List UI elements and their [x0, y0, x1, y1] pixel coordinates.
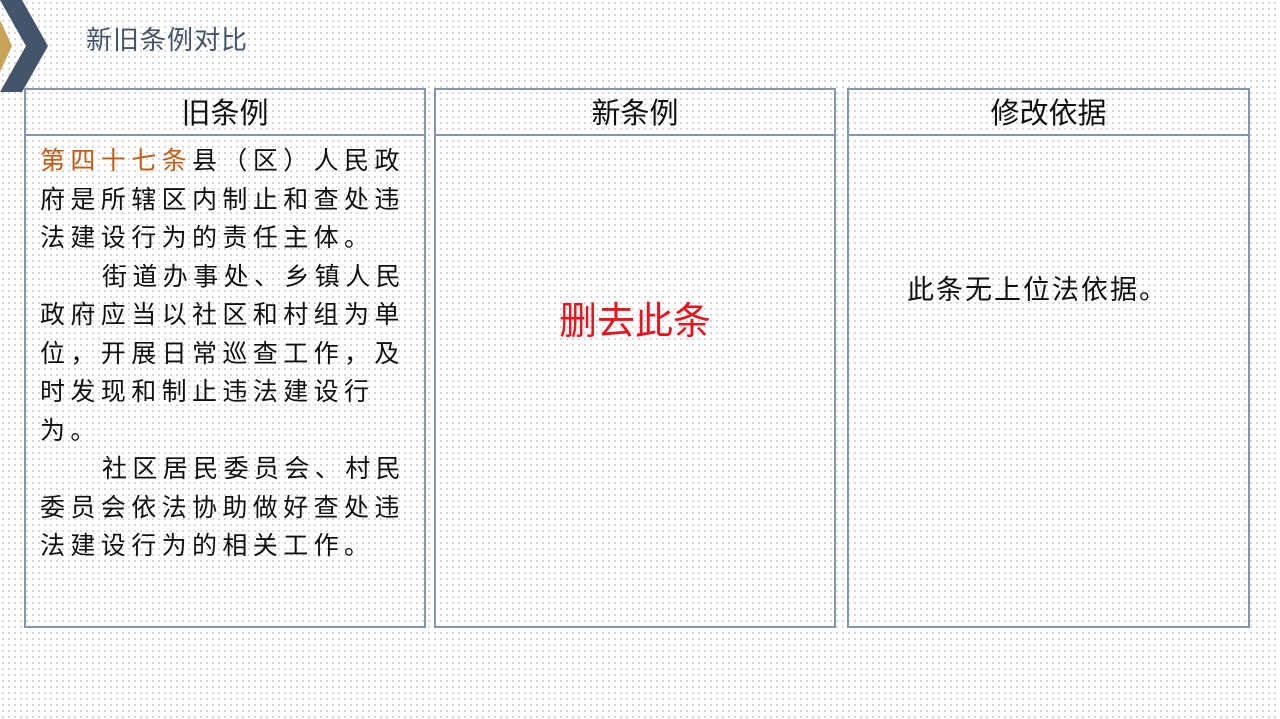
old-regulation-header: 旧条例 [26, 90, 424, 136]
deleted-notice: 删去此条 [558, 299, 711, 343]
old-paragraph-1-text: 县（区）人民政府是所辖区内制止和查处违法建设行为的责任主体。 [40, 146, 405, 252]
new-regulation-column: 新条例 删去此条 [434, 88, 836, 628]
page-title: 新旧条例对比 [86, 26, 249, 56]
chevron-logo-icon [0, 0, 48, 92]
old-regulation-column: 旧条例 第四十七条县（区）人民政府是所辖区内制止和查处违法建设行为的责任主体。 … [24, 88, 426, 628]
old-paragraph-2: 街道办事处、乡镇人民政府应当以社区和村组为单位，开展日常巡查工作，及时发现和制止… [40, 261, 407, 445]
old-paragraph-3: 社区居民委员会、村民委员会依法协助做好查处违法建设行为的相关工作。 [40, 454, 407, 560]
old-paragraph-1: 第四十七条县（区）人民政府是所辖区内制止和查处违法建设行为的责任主体。 [40, 142, 418, 258]
article-number: 第四十七条 [40, 146, 193, 175]
basis-column: 修改依据 此条无上位法依据。 [847, 88, 1250, 628]
new-regulation-header: 新条例 [436, 90, 834, 136]
basis-header: 修改依据 [849, 90, 1248, 136]
old-regulation-text: 第四十七条县（区）人民政府是所辖区内制止和查处违法建设行为的责任主体。 街道办事… [26, 136, 424, 566]
basis-text: 此条无上位法依据。 [907, 275, 1168, 306]
